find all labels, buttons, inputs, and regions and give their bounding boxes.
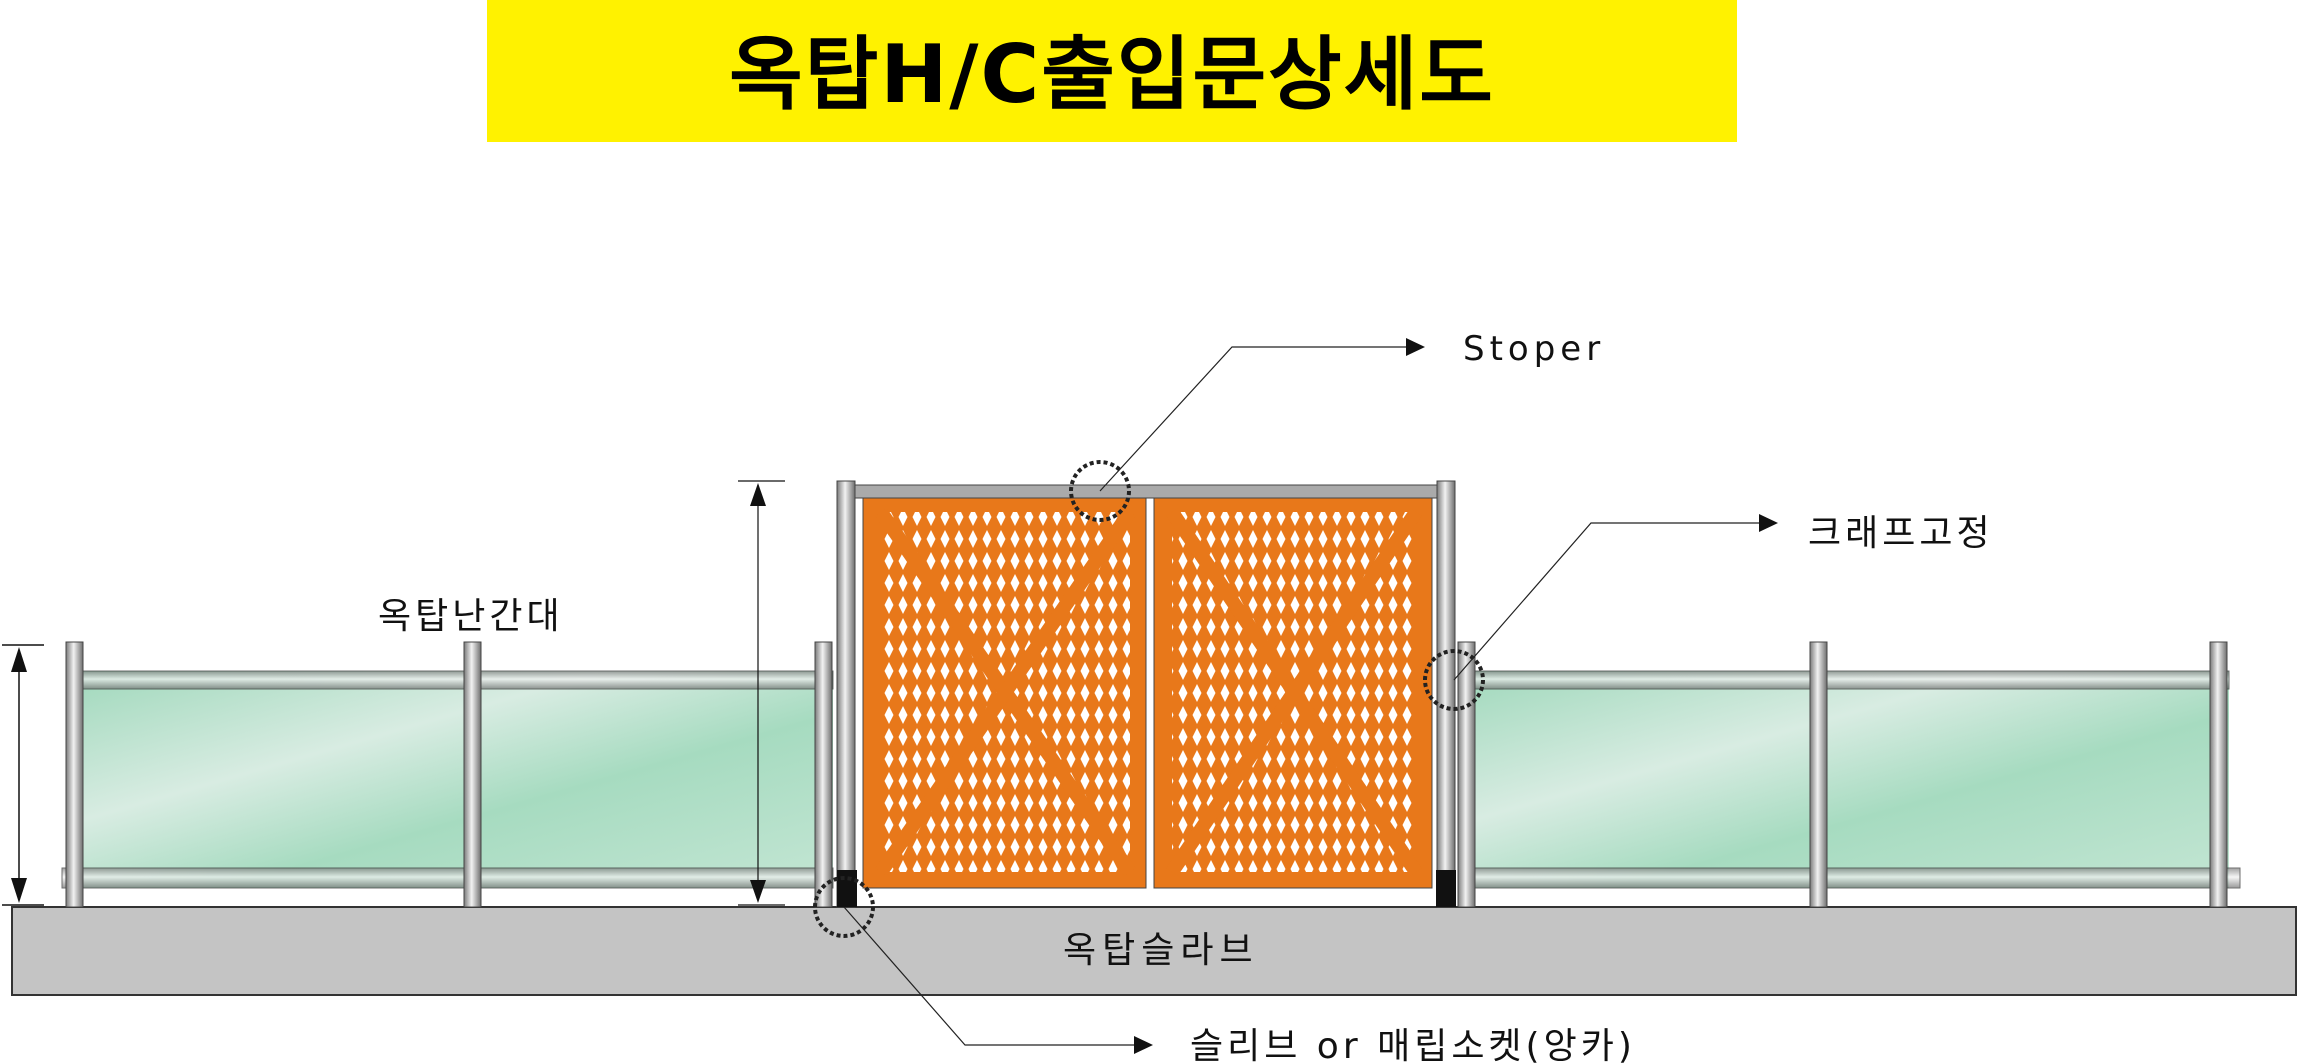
- stopper-label: Stoper: [1463, 329, 1605, 369]
- railing-post: [2209, 641, 2228, 908]
- gate-leaf-right: [1153, 497, 1433, 889]
- gate: [836, 480, 1456, 908]
- clamp-label: 크래프고정: [1808, 513, 1994, 554]
- gate-post-left: [836, 480, 856, 908]
- title-banner: [487, 0, 1737, 142]
- diagram-title: 옥탑H/C출입문상세도: [729, 28, 1495, 121]
- railing-post: [1809, 641, 1828, 908]
- stopper-callout: Stoper: [1069, 329, 1605, 522]
- rooftop-slab: [11, 906, 2297, 996]
- railing-post: [65, 641, 84, 908]
- arrow-icon: [1759, 514, 1778, 532]
- railing-label: 옥탑난간대: [378, 596, 564, 637]
- left-screen-panel: [73, 671, 833, 888]
- left-railing: [61, 641, 834, 908]
- gate-post-right: [1436, 480, 1456, 908]
- gate-leaf-left: [862, 497, 1147, 889]
- railing-post: [814, 641, 833, 908]
- sleeve-socket-right: [1436, 870, 1456, 907]
- right-screen-panel: [1463, 671, 2229, 888]
- gate-height-dimension: [738, 480, 785, 906]
- railing-post: [463, 641, 482, 908]
- right-railing: [1457, 641, 2241, 908]
- railing-post: [1457, 641, 1476, 908]
- railing-height-dimension: [2, 644, 44, 906]
- slab-label: 옥탑슬라브: [1063, 930, 1259, 971]
- clamp-callout: 크래프고정: [1423, 513, 1994, 711]
- sleeve-callout: 슬리브 or 매립소켓(앙카): [813, 876, 1636, 1064]
- sleeve-socket-left: [837, 870, 857, 907]
- arrow-icon: [1134, 1036, 1153, 1054]
- gate-top-bar: [854, 484, 1438, 499]
- arrow-icon: [1406, 338, 1425, 356]
- sleeve-label: 슬리브 or 매립소켓(앙카): [1190, 1026, 1636, 1064]
